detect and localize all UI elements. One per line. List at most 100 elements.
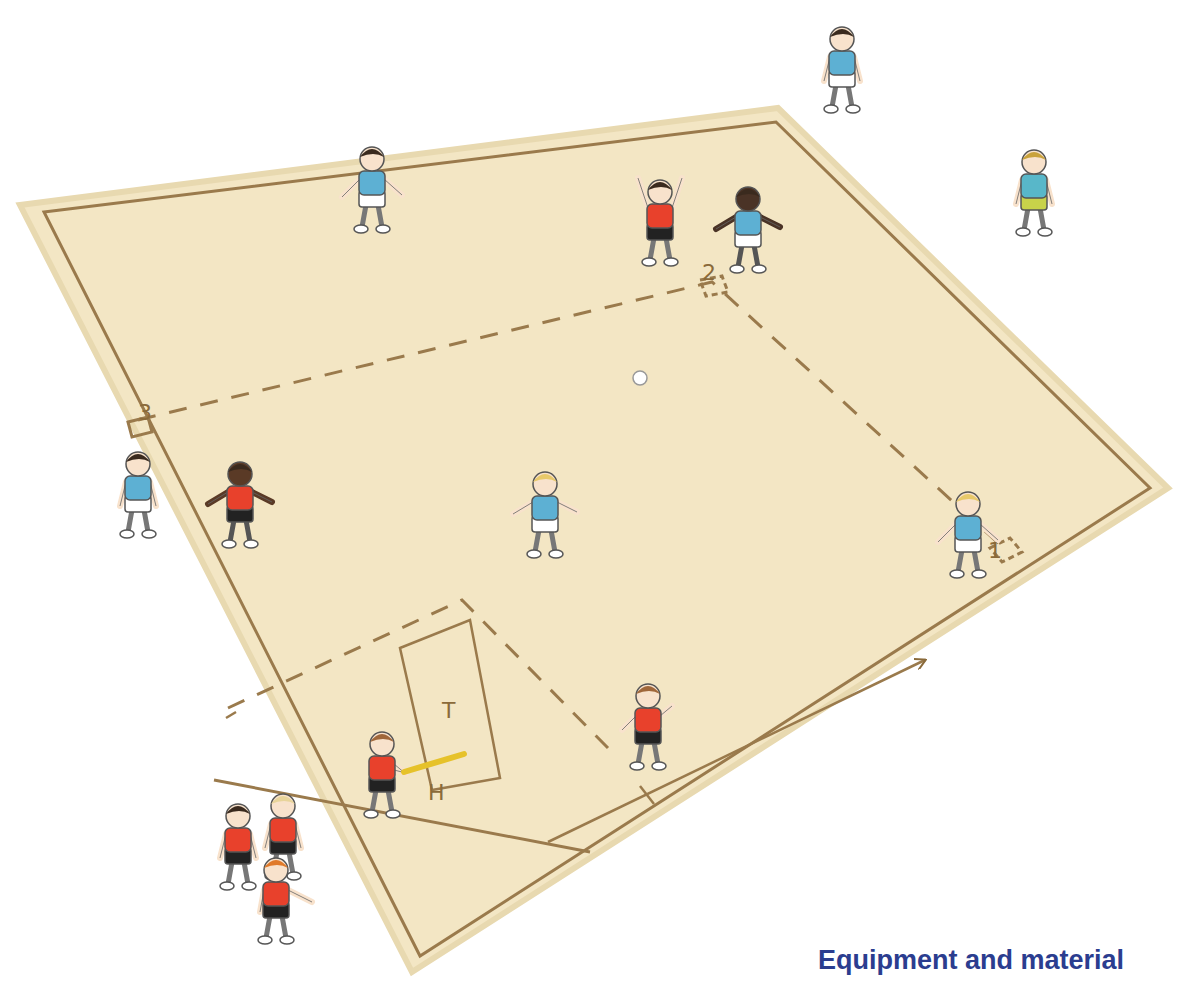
section-heading: Equipment and material [818,945,1124,976]
bat [404,754,464,772]
player-part [824,105,838,113]
field-ground [20,108,1168,972]
player-part [271,794,295,818]
player-part [354,225,368,233]
player-part [958,550,978,572]
player [938,492,998,578]
player-part [735,211,761,235]
run-arrow [548,660,925,842]
player-hair [736,189,760,197]
player-part [1038,228,1052,236]
player-hair [1022,152,1046,160]
player-part [752,265,766,273]
player-part [832,85,852,107]
player-part [549,550,563,558]
player-part [126,452,150,476]
player-part [142,530,156,538]
players [120,27,1052,944]
player-part [532,496,558,520]
player-part [372,790,392,812]
player-part [846,105,860,113]
player-part [370,732,394,756]
base-number: 2 [702,262,716,284]
player-part [287,872,301,880]
player-part [230,520,250,542]
run-mark [640,786,654,804]
player-part [263,882,289,906]
player-part [730,265,744,273]
player-part [736,187,760,211]
player-hair [226,806,250,814]
field-border [44,122,1150,956]
player-hair [271,796,295,804]
player-part [227,486,253,510]
player-hair [370,734,394,742]
player-hair [636,686,660,694]
player-hair [956,494,980,502]
player [513,472,577,558]
player-hair [830,29,854,37]
player-part [244,540,258,548]
player-part [222,540,236,548]
player-hair [126,454,150,462]
ball [633,371,647,385]
player-part [120,530,134,538]
player [364,732,464,818]
player-part [125,476,151,500]
player-part [642,258,656,266]
zone-mark [226,712,236,718]
player-part [220,882,234,890]
player-part [955,516,981,540]
zone-letter: T [442,700,455,722]
base-number: 1 [988,540,1002,562]
player-hair [264,860,288,868]
base-path [138,282,1008,552]
player-part [630,762,644,770]
player-part [270,818,296,842]
base-number: 3 [138,402,152,424]
player-hair [228,464,252,472]
player-part [1024,208,1044,230]
zone-letter: H [428,782,445,804]
player-part [359,171,385,195]
player-hair [533,474,557,482]
player-part [228,862,248,884]
player-part [636,684,660,708]
player-part [225,828,251,852]
player-part [638,178,682,208]
player-part [1016,228,1030,236]
player [622,684,672,770]
tee-box [400,620,500,790]
player [342,147,402,233]
player [824,27,860,113]
player-part [664,258,678,266]
player [120,452,156,538]
player-part [535,530,555,552]
player-part [226,804,250,828]
player-part [829,51,855,75]
player-part [362,205,382,227]
player [220,804,256,890]
player-part [972,570,986,578]
player-part [1022,150,1046,174]
player-part [128,510,148,532]
player-part [638,742,658,764]
player-part [1021,174,1047,198]
player-part [647,204,673,228]
player-hair [648,182,672,190]
player-part [364,810,378,818]
player-part [258,936,272,944]
player [1016,150,1052,236]
player-part [652,762,666,770]
player-part [830,27,854,51]
player-part [228,462,252,486]
player [208,462,272,548]
player-part [242,882,256,890]
player-part [264,858,288,882]
player-part [638,178,682,208]
player-part [635,708,661,732]
player [258,858,312,944]
player-part [533,472,557,496]
